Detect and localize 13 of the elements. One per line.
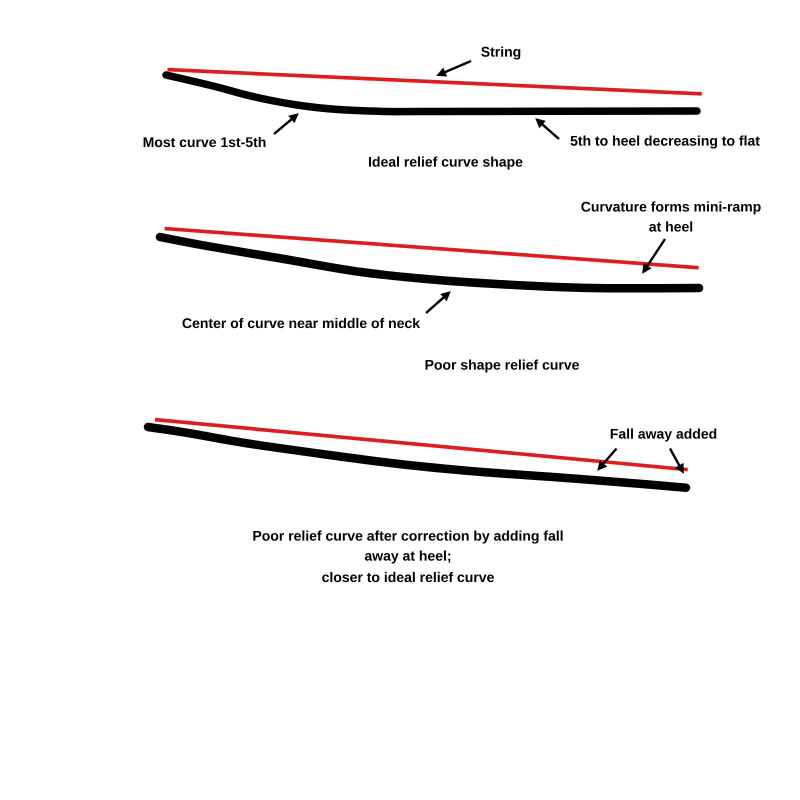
callout-label: Center of curve near middle of neck (182, 318, 420, 328)
caption-text: Poor shape relief curve (426, 359, 579, 373)
neck-curve (156, 232, 704, 292)
caption-text: Ideal relief curve shape (369, 156, 522, 170)
callout-label: Most curve 1st-5th (144, 136, 266, 148)
callout-label: Curvature forms mini-ramp at heel (581, 201, 761, 232)
neck-curve (162, 71, 701, 116)
callout-label: 5th to heel decreasing to flat (570, 135, 760, 149)
caption-text: closer to ideal relief curve (322, 572, 494, 582)
callout-label: Fall away added (610, 428, 716, 442)
string-line (167, 68, 702, 96)
callout-label: String (481, 46, 520, 60)
caption-text: Poor relief curve after correction by adding fall away at heel; (253, 530, 563, 564)
